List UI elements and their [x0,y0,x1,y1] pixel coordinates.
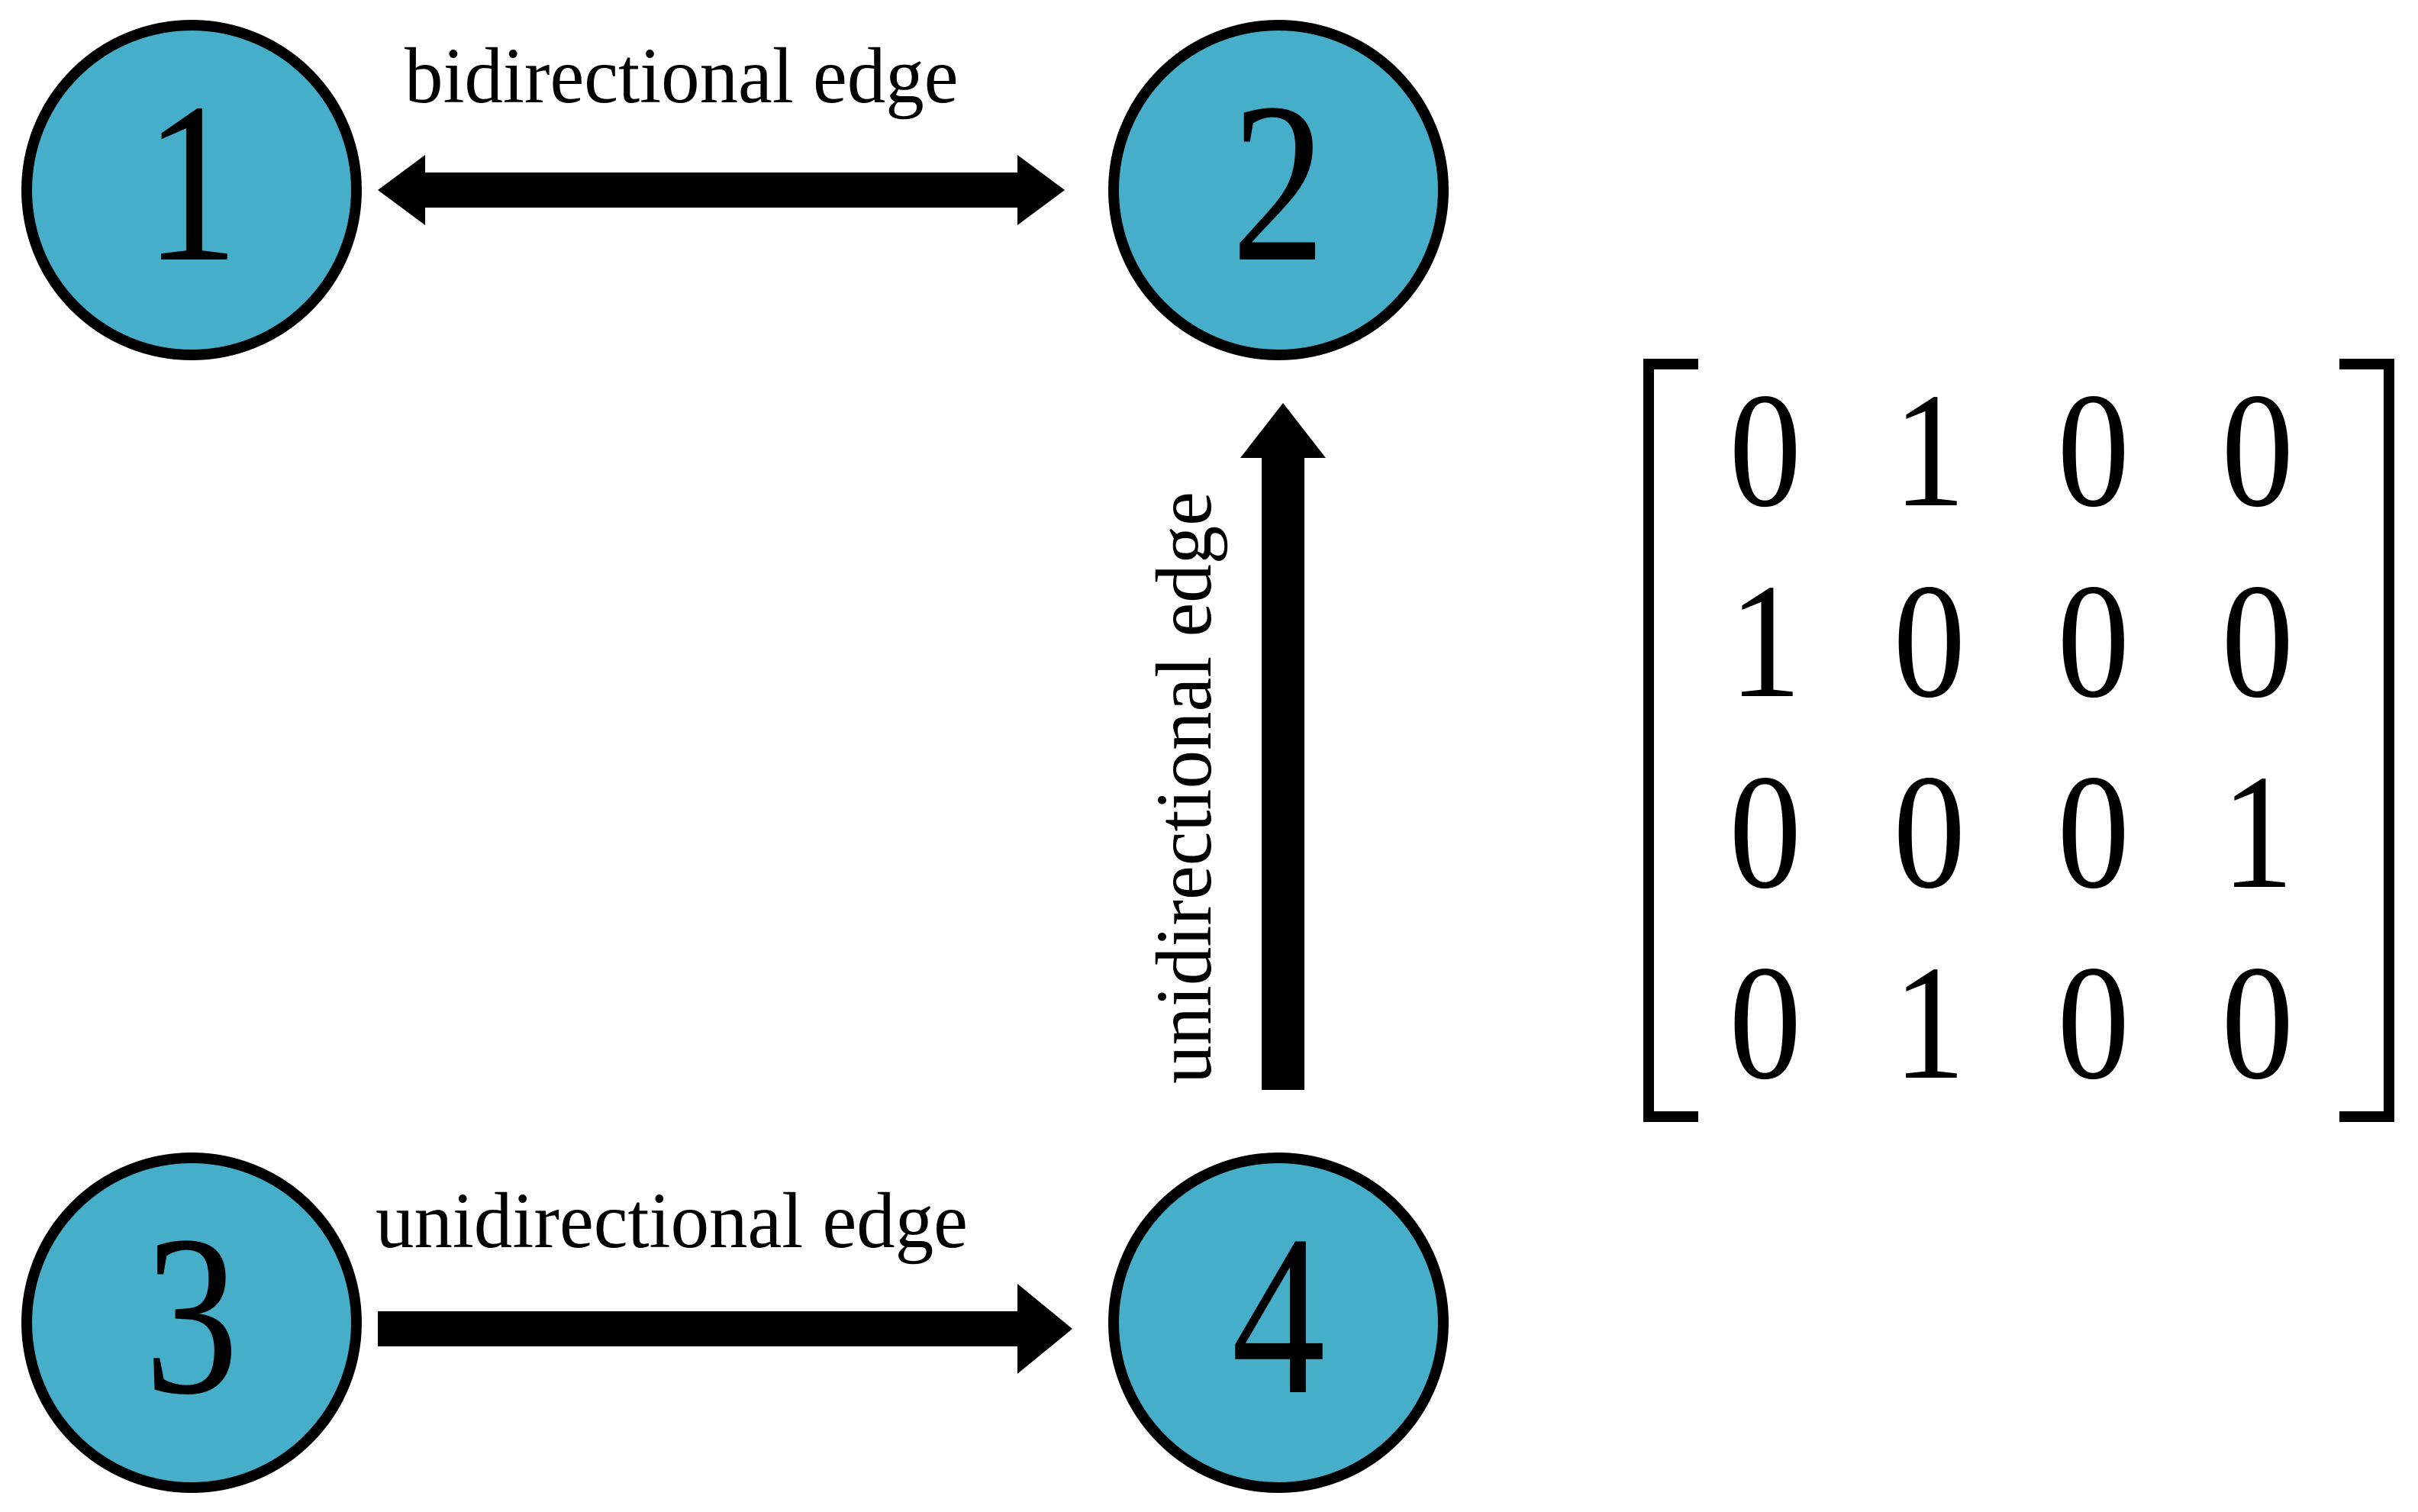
matrix-cell-r3c1: 0 [1683,740,1847,931]
graph-node-2[interactable]: 2 [1108,20,1449,360]
matrix-value: 1 [1729,549,1801,732]
matrix-cell-r4c1: 0 [1683,931,1847,1122]
adjacency-matrix: 0 1 0 0 1 0 0 0 0 0 0 1 0 1 0 0 [1637,359,2400,1122]
matrix-value: 1 [1893,358,1965,541]
matrix-value: 0 [1729,930,1801,1114]
matrix-cell-r2c4: 0 [2175,550,2339,740]
matrix-cell-r1c3: 0 [2011,359,2175,550]
matrix-value: 0 [2057,740,2129,923]
unidirectional-arrow-right-icon [378,1284,1072,1374]
bidirectional-arrow-icon [378,155,1065,225]
matrix-value: 1 [2221,740,2294,923]
matrix-value: 0 [2221,930,2294,1114]
matrix-value: 1 [1893,930,1965,1114]
matrix-cell-r1c1: 0 [1683,359,1847,550]
matrix-cell-r4c3: 0 [2011,931,2175,1122]
matrix-value: 0 [2221,358,2294,541]
matrix-cell-r2c1: 1 [1683,550,1847,740]
graph-node-1[interactable]: 1 [21,20,362,360]
matrix-value: 0 [2057,358,2129,541]
edge-label-bidirectional: bidirectional edge [405,32,959,120]
edge-label-unidirectional-vertical: unidirectional edge [1140,492,1228,1084]
matrix-value: 0 [1893,740,1965,923]
matrix-cell-r1c2: 1 [1847,359,2011,550]
matrix-cell-r3c3: 0 [2011,740,2175,931]
graph-node-1-label: 1 [144,56,239,309]
graph-node-2-label: 2 [1231,56,1326,309]
graph-node-3-label: 3 [144,1188,239,1442]
matrix-value: 0 [2057,930,2129,1114]
matrix-value: 0 [2057,549,2129,732]
graph-node-3[interactable]: 3 [21,1153,362,1493]
graph-node-4-label: 4 [1231,1188,1326,1442]
matrix-right-bracket [2339,359,2394,1122]
matrix-value: 0 [1893,549,1965,732]
matrix-left-bracket [1643,359,1698,1122]
matrix-value: 0 [2221,549,2294,732]
matrix-value: 0 [1729,740,1801,923]
graph-node-4[interactable]: 4 [1108,1153,1449,1493]
matrix-cell-r4c4: 0 [2175,931,2339,1122]
matrix-cell-r3c4: 1 [2175,740,2339,931]
matrix-cell-r4c2: 1 [1847,931,2011,1122]
edge-label-unidirectional-bottom: unidirectional edge [376,1177,968,1265]
matrix-value: 0 [1729,358,1801,541]
matrix-cell-r1c4: 0 [2175,359,2339,550]
unidirectional-arrow-up-icon [1240,403,1326,1090]
matrix-cell-r2c3: 0 [2011,550,2175,740]
matrix-cell-r2c2: 0 [1847,550,2011,740]
matrix-cell-r3c2: 0 [1847,740,2011,931]
matrix-grid: 0 1 0 0 1 0 0 0 0 0 0 1 0 1 0 0 [1683,359,2339,1122]
